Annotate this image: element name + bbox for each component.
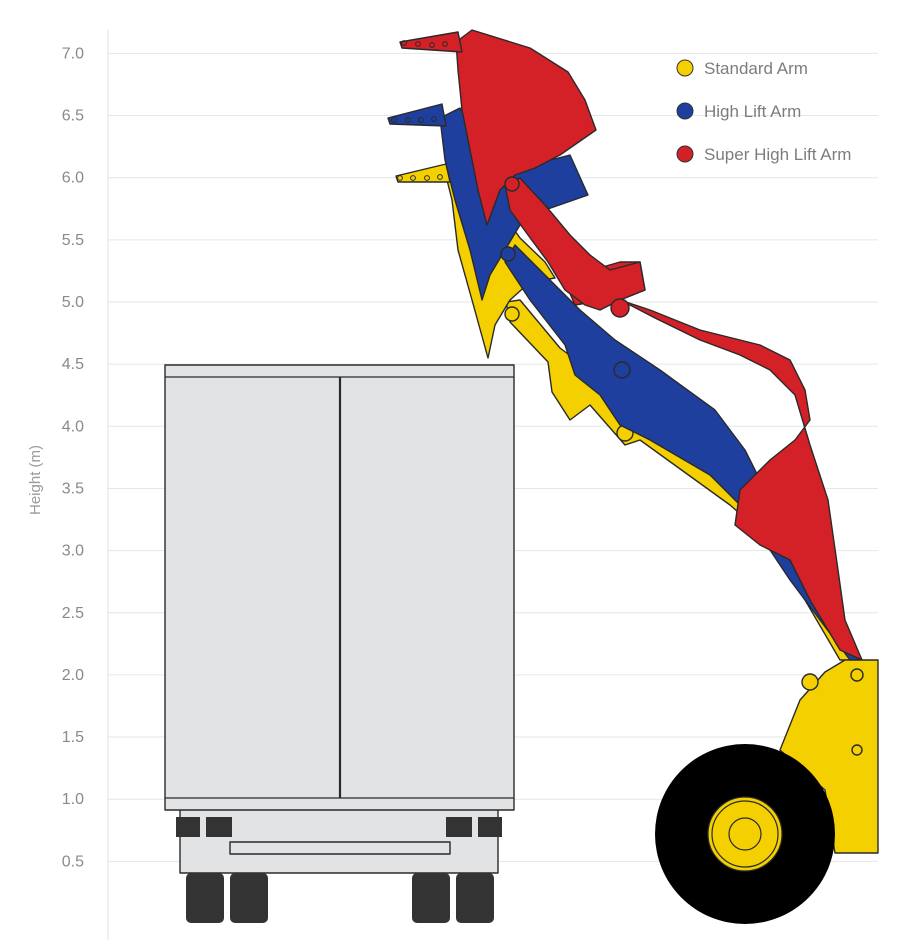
y-tick-label: 6.0	[62, 170, 84, 187]
high-lift-arm-pivot	[613, 361, 631, 379]
tail-light	[446, 817, 472, 837]
truck-wheel	[186, 873, 224, 923]
y-tick-label: 4.5	[62, 356, 84, 373]
truck-bumper-slot	[229, 841, 451, 855]
tail-light	[206, 817, 232, 837]
legend-swatch	[676, 145, 694, 163]
y-tick-label: 6.5	[62, 108, 84, 125]
truck-chassis	[179, 807, 499, 874]
high-lift-arm-pivot	[500, 246, 516, 262]
standard-arm-bucket-lip	[395, 163, 451, 183]
loader-body	[655, 659, 879, 924]
truck-wheel	[230, 873, 268, 923]
tail-light	[478, 817, 502, 837]
y-tick-label: 5.0	[62, 294, 84, 311]
y-tick-label: 5.5	[62, 232, 84, 249]
frame-pivot	[851, 744, 863, 756]
y-axis-title: Height (m)	[27, 445, 44, 515]
loader-hub	[728, 817, 762, 851]
super-high-lift-arm	[399, 29, 863, 661]
bucket-lip-holes	[391, 40, 448, 181]
truck-wheel	[412, 873, 450, 923]
super-high-lift-arm-bucket-lip	[399, 31, 463, 53]
super-high-lift-arm-bucket	[455, 29, 597, 226]
frame-pivot	[850, 668, 864, 682]
legend-item-standard-arm: Standard Arm	[676, 59, 808, 78]
y-tick-label: 3.0	[62, 543, 84, 560]
legend-swatch	[676, 59, 694, 77]
frame-pivot	[801, 673, 819, 691]
y-tick-label: 1.0	[62, 791, 84, 808]
truck	[164, 364, 515, 923]
legend-label: Super High Lift Arm	[704, 145, 851, 164]
legend-swatch	[676, 102, 694, 120]
legend-label: High Lift Arm	[704, 102, 801, 121]
legend-label: Standard Arm	[704, 59, 808, 78]
high-lift-arm-bucket-lip	[387, 103, 447, 127]
truck-wheel	[456, 873, 494, 923]
super-high-lift-arm-mid-link	[504, 177, 646, 311]
loader-rim-ring	[711, 800, 779, 868]
y-tick-label: 7.0	[62, 45, 84, 62]
legend-item-high-lift-arm: High Lift Arm	[676, 102, 801, 121]
y-tick-label: 0.5	[62, 853, 84, 870]
legend-item-super-high-lift-arm: Super High Lift Arm	[676, 145, 851, 164]
y-axis-ticks: 0.5 1.0 1.5 2.0 2.5 3.0 3.5 4.0 4.5 5.0 5.5 6.0 6.5 7…	[62, 45, 84, 870]
y-tick-label: 4.0	[62, 418, 84, 435]
y-tick-label: 3.5	[62, 480, 84, 497]
y-tick-label: 1.5	[62, 729, 84, 746]
y-tick-label: 2.5	[62, 605, 84, 622]
super-high-lift-arm-pivot	[504, 176, 520, 192]
y-tick-label: 2.0	[62, 667, 84, 684]
standard-arm-pivot	[504, 306, 520, 322]
super-high-lift-arm-pivot	[610, 298, 630, 318]
tail-light	[176, 817, 200, 837]
legend: Standard Arm High Lift Arm Super High Li…	[676, 59, 851, 164]
